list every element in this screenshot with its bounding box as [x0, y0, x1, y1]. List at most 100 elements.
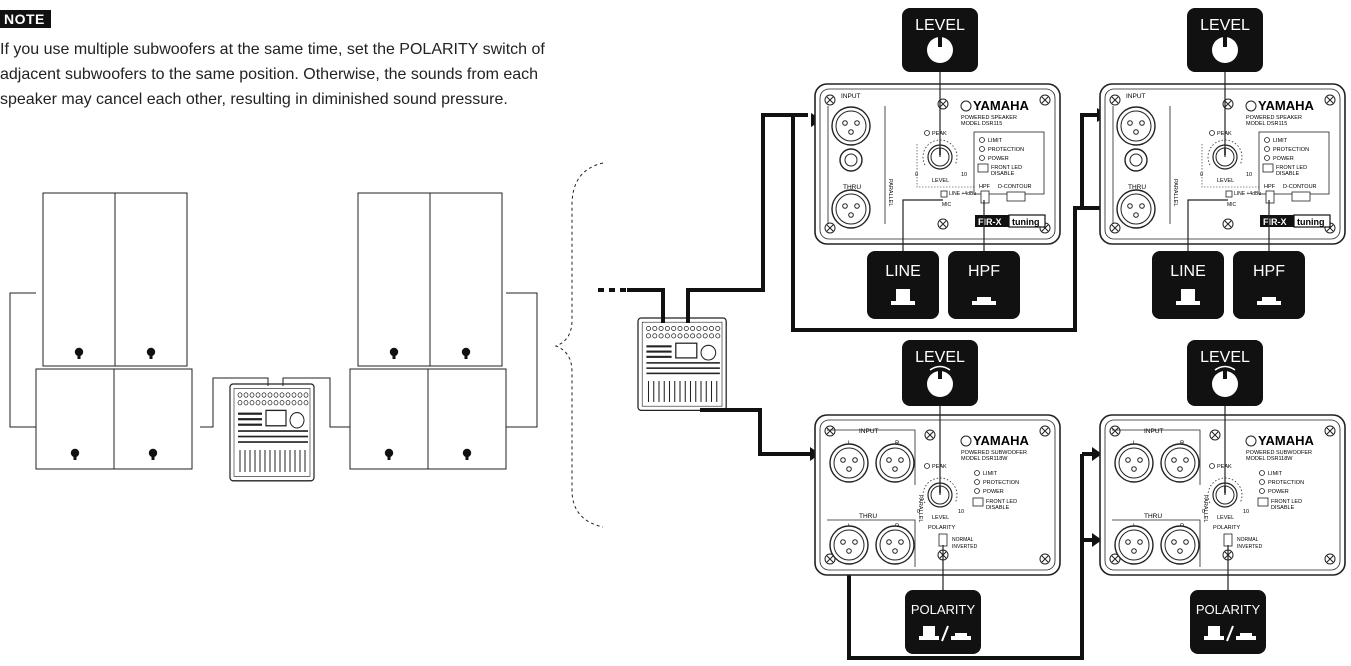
svg-text:INPUT: INPUT: [859, 428, 879, 435]
svg-text:NORMAL: NORMAL: [952, 537, 974, 543]
svg-text:PROTECTION: PROTECTION: [1273, 147, 1309, 153]
svg-text:tuning: tuning: [1297, 217, 1325, 227]
right-sub-b: [427, 368, 507, 470]
svg-text:INPUT: INPUT: [1144, 428, 1164, 435]
svg-text:POWERED SPEAKER: POWERED SPEAKER: [1246, 115, 1302, 121]
svg-text:10: 10: [1246, 172, 1252, 178]
svg-text:THRU: THRU: [1128, 184, 1146, 191]
right-sub-a: [349, 368, 429, 470]
svg-text:10: 10: [958, 509, 964, 515]
svg-text:POLARITY: POLARITY: [1196, 602, 1261, 617]
svg-text:PARALLEL: PARALLEL: [1202, 495, 1208, 522]
svg-text:LEVEL: LEVEL: [1200, 17, 1250, 34]
svg-text:LEVEL: LEVEL: [1217, 178, 1234, 184]
svg-text:FRONT LED: FRONT LED: [1276, 165, 1307, 171]
svg-text:PARALLEL: PARALLEL: [917, 495, 923, 522]
center-mixer: [637, 317, 727, 412]
brace: [554, 162, 604, 528]
subwoofer-panel-right: INPUT L R PARALLEL THRU L R PEAK 0 10 LE…: [1099, 414, 1346, 576]
svg-text:POWER: POWER: [1268, 489, 1289, 495]
svg-text:PROTECTION: PROTECTION: [988, 147, 1024, 153]
svg-text:POWER: POWER: [983, 489, 1004, 495]
brand-label: YAMAHA: [973, 98, 1029, 113]
speaker-panel-left: INPUT THRU PARALLEL PEAK 0 10 LEVEL LINE…: [814, 83, 1061, 245]
svg-text:LEVEL: LEVEL: [915, 349, 965, 366]
svg-text:HPF: HPF: [1253, 263, 1285, 280]
right-speaker-b: [429, 192, 503, 367]
left-speaker-a: [42, 192, 116, 367]
svg-text:0: 0: [917, 509, 920, 515]
svg-text:LINE +4dBu: LINE +4dBu: [949, 191, 976, 197]
svg-text:YAMAHA: YAMAHA: [973, 433, 1029, 448]
svg-text:PARALLEL: PARALLEL: [1172, 179, 1178, 206]
svg-text:0: 0: [1202, 509, 1205, 515]
hpf-callout-left: HPF: [948, 251, 1020, 319]
svg-text:FRONT LED: FRONT LED: [1271, 499, 1302, 505]
svg-text:LIMIT: LIMIT: [983, 471, 998, 477]
thru-label: THRU: [843, 184, 861, 191]
svg-text:MODEL DSR115: MODEL DSR115: [961, 121, 1002, 127]
svg-text:MIC: MIC: [1227, 202, 1237, 208]
svg-text:LEVEL: LEVEL: [1217, 515, 1234, 521]
svg-text:MODEL DSR118W: MODEL DSR118W: [1246, 456, 1293, 462]
level-callout-sub-right: LEVEL: [1187, 340, 1263, 406]
svg-text:POWERED SUBWOOFER: POWERED SUBWOOFER: [1246, 450, 1312, 456]
level-callout-sub-left: LEVEL: [902, 340, 978, 406]
hpf-callout-right: HPF: [1233, 251, 1305, 319]
left-mixer: [229, 383, 315, 482]
svg-text:10: 10: [961, 172, 967, 178]
level-callout-top-left: LEVEL: [902, 8, 978, 72]
note-text: If you use multiple subwoofers at the sa…: [0, 37, 725, 112]
svg-text:NORMAL: NORMAL: [1237, 537, 1259, 543]
svg-text:POWERED SPEAKER: POWERED SPEAKER: [961, 115, 1017, 121]
svg-text:INPUT: INPUT: [1126, 93, 1146, 100]
note-line-2: adjacent subwoofers to the same position…: [0, 66, 539, 83]
svg-text:LINE: LINE: [1170, 263, 1206, 280]
svg-text:YAMAHA: YAMAHA: [1258, 433, 1314, 448]
svg-text:HPF: HPF: [1264, 184, 1276, 190]
svg-text:THRU: THRU: [1144, 513, 1162, 520]
svg-text:DISABLE: DISABLE: [986, 505, 1010, 511]
svg-text:LINE: LINE: [885, 263, 921, 280]
subwoofer-panel-left: INPUT L R PARALLEL THRU L R PEAK 0 10 LE…: [814, 414, 1061, 576]
svg-text:DISABLE: DISABLE: [991, 171, 1015, 177]
speaker-panel-right: INPUT THRU PARALLEL PEAK 0 10 LEVEL LINE…: [1099, 83, 1346, 245]
svg-text:LEVEL: LEVEL: [932, 515, 949, 521]
svg-text:POLARITY: POLARITY: [928, 525, 956, 531]
note-line-3: speaker may cancel each other, resulting…: [0, 91, 508, 108]
line-callout-left: LINE: [867, 251, 939, 319]
svg-text:D-CONTOUR: D-CONTOUR: [1283, 184, 1317, 190]
line-callout-right: LINE: [1152, 251, 1224, 319]
svg-text:YAMAHA: YAMAHA: [1258, 98, 1314, 113]
svg-text:FIR-X: FIR-X: [978, 217, 1002, 227]
callout-leaders: [902, 66, 1270, 590]
note-badge: NOTE: [0, 10, 51, 28]
input-label: INPUT: [841, 93, 861, 100]
svg-text:FRONT LED: FRONT LED: [991, 165, 1022, 171]
svg-text:POWERED SUBWOOFER: POWERED SUBWOOFER: [961, 450, 1027, 456]
svg-text:MODEL DSR115: MODEL DSR115: [1246, 121, 1287, 127]
polarity-callout-left: POLARITY: [905, 590, 981, 654]
svg-text:MODEL DSR118W: MODEL DSR118W: [961, 456, 1008, 462]
svg-text:10: 10: [1243, 509, 1249, 515]
svg-text:POWER: POWER: [988, 156, 1009, 162]
svg-text:LIMIT: LIMIT: [1268, 471, 1283, 477]
svg-text:LIMIT: LIMIT: [1273, 138, 1288, 144]
note-line-1: If you use multiple subwoofers at the sa…: [0, 41, 545, 58]
level-label: LEVEL: [932, 178, 949, 184]
svg-text:POWER: POWER: [1273, 156, 1294, 162]
svg-text:POLARITY: POLARITY: [1213, 525, 1241, 531]
svg-text:PROTECTION: PROTECTION: [983, 480, 1019, 486]
svg-text:LEVEL: LEVEL: [1200, 349, 1250, 366]
svg-text:LIMIT: LIMIT: [988, 138, 1003, 144]
svg-text:INVERTED: INVERTED: [1237, 544, 1263, 550]
svg-text:HPF: HPF: [979, 184, 991, 190]
left-setup: [9, 162, 604, 528]
svg-text:FIR-X: FIR-X: [1263, 217, 1287, 227]
svg-text:0: 0: [915, 172, 918, 178]
svg-text:MIC: MIC: [942, 202, 952, 208]
svg-text:FRONT LED: FRONT LED: [986, 499, 1017, 505]
svg-text:HPF: HPF: [968, 263, 1000, 280]
svg-text:POLARITY: POLARITY: [911, 602, 976, 617]
